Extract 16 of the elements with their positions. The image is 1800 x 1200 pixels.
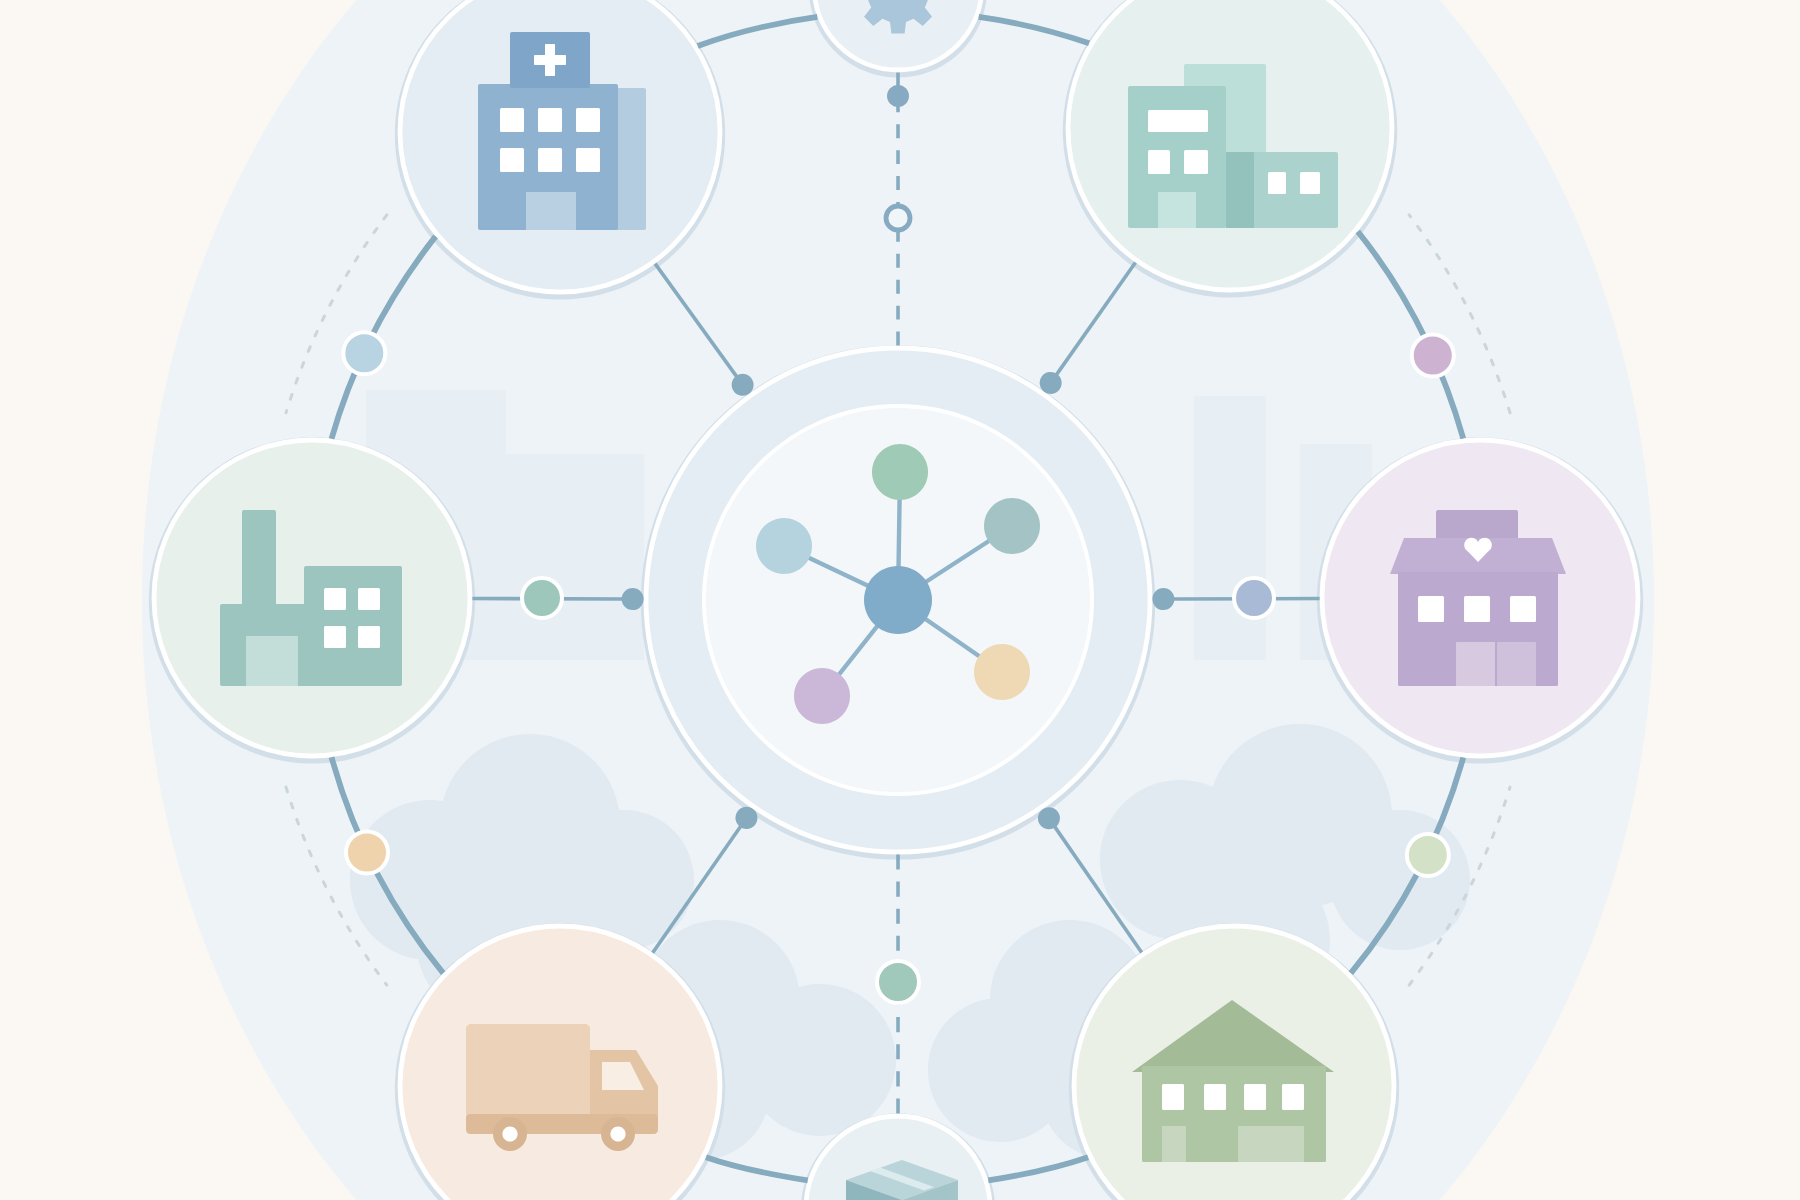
ring-arc	[328, 234, 438, 440]
connector-line	[1152, 588, 1320, 611]
dashed-line	[896, 72, 900, 346]
ring-arc	[1348, 756, 1467, 975]
dashed-line	[896, 854, 900, 1114]
connector-line	[651, 806, 758, 954]
ring-arc	[987, 1154, 1089, 1184]
connector-line	[1039, 261, 1137, 394]
ring-arc	[705, 1154, 809, 1184]
ring-arc	[696, 14, 818, 49]
ring-arc	[1355, 229, 1467, 440]
connector-line	[1037, 807, 1144, 954]
ring-arc	[978, 14, 1090, 47]
ring-arc	[328, 756, 446, 975]
connector-line	[472, 588, 644, 611]
connector-line	[653, 262, 754, 396]
